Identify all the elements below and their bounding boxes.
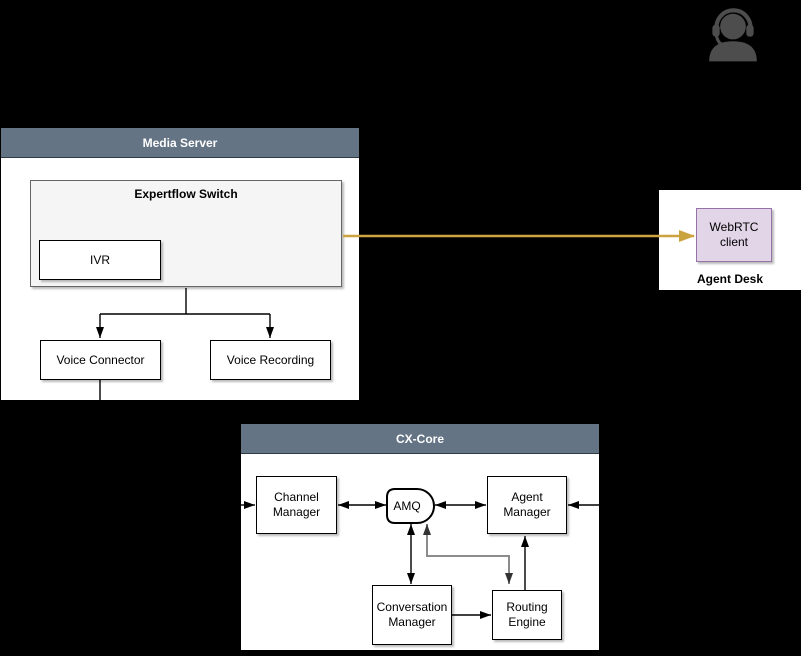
amq-label: AMQ [393,499,421,513]
agent-manager-label: Agent Manager [503,490,551,519]
channel-manager-node: Channel Manager [256,476,337,534]
conversation-manager-node: Conversation Manager [372,585,452,645]
voice-connector-label: Voice Connector [56,352,145,367]
routing-engine-node: Routing Engine [492,590,562,640]
ivr-node: IVR [39,240,161,280]
media-server-title: Media Server [1,128,359,158]
cx-core-title: CX-Core [241,424,599,454]
agent-manager-node: Agent Manager [487,476,567,534]
routing-engine-label: Routing Engine [506,600,548,629]
voice-recording-label: Voice Recording [226,352,315,367]
ivr-label: IVR [89,252,110,267]
expertflow-switch-title: Expertflow Switch [134,187,238,201]
webrtc-client-node: WebRTC client [696,208,772,262]
voice-recording-node: Voice Recording [210,340,331,380]
headset-agent-icon [709,8,757,62]
amq-node: AMQ [387,489,427,523]
voice-connector-node: Voice Connector [40,340,161,380]
conversation-manager-label: Conversation Manager [376,600,448,629]
agent-desk-title: Agent Desk [696,272,764,286]
channel-manager-label: Channel Manager [272,490,321,519]
webrtc-client-label: WebRTC client [709,220,759,249]
